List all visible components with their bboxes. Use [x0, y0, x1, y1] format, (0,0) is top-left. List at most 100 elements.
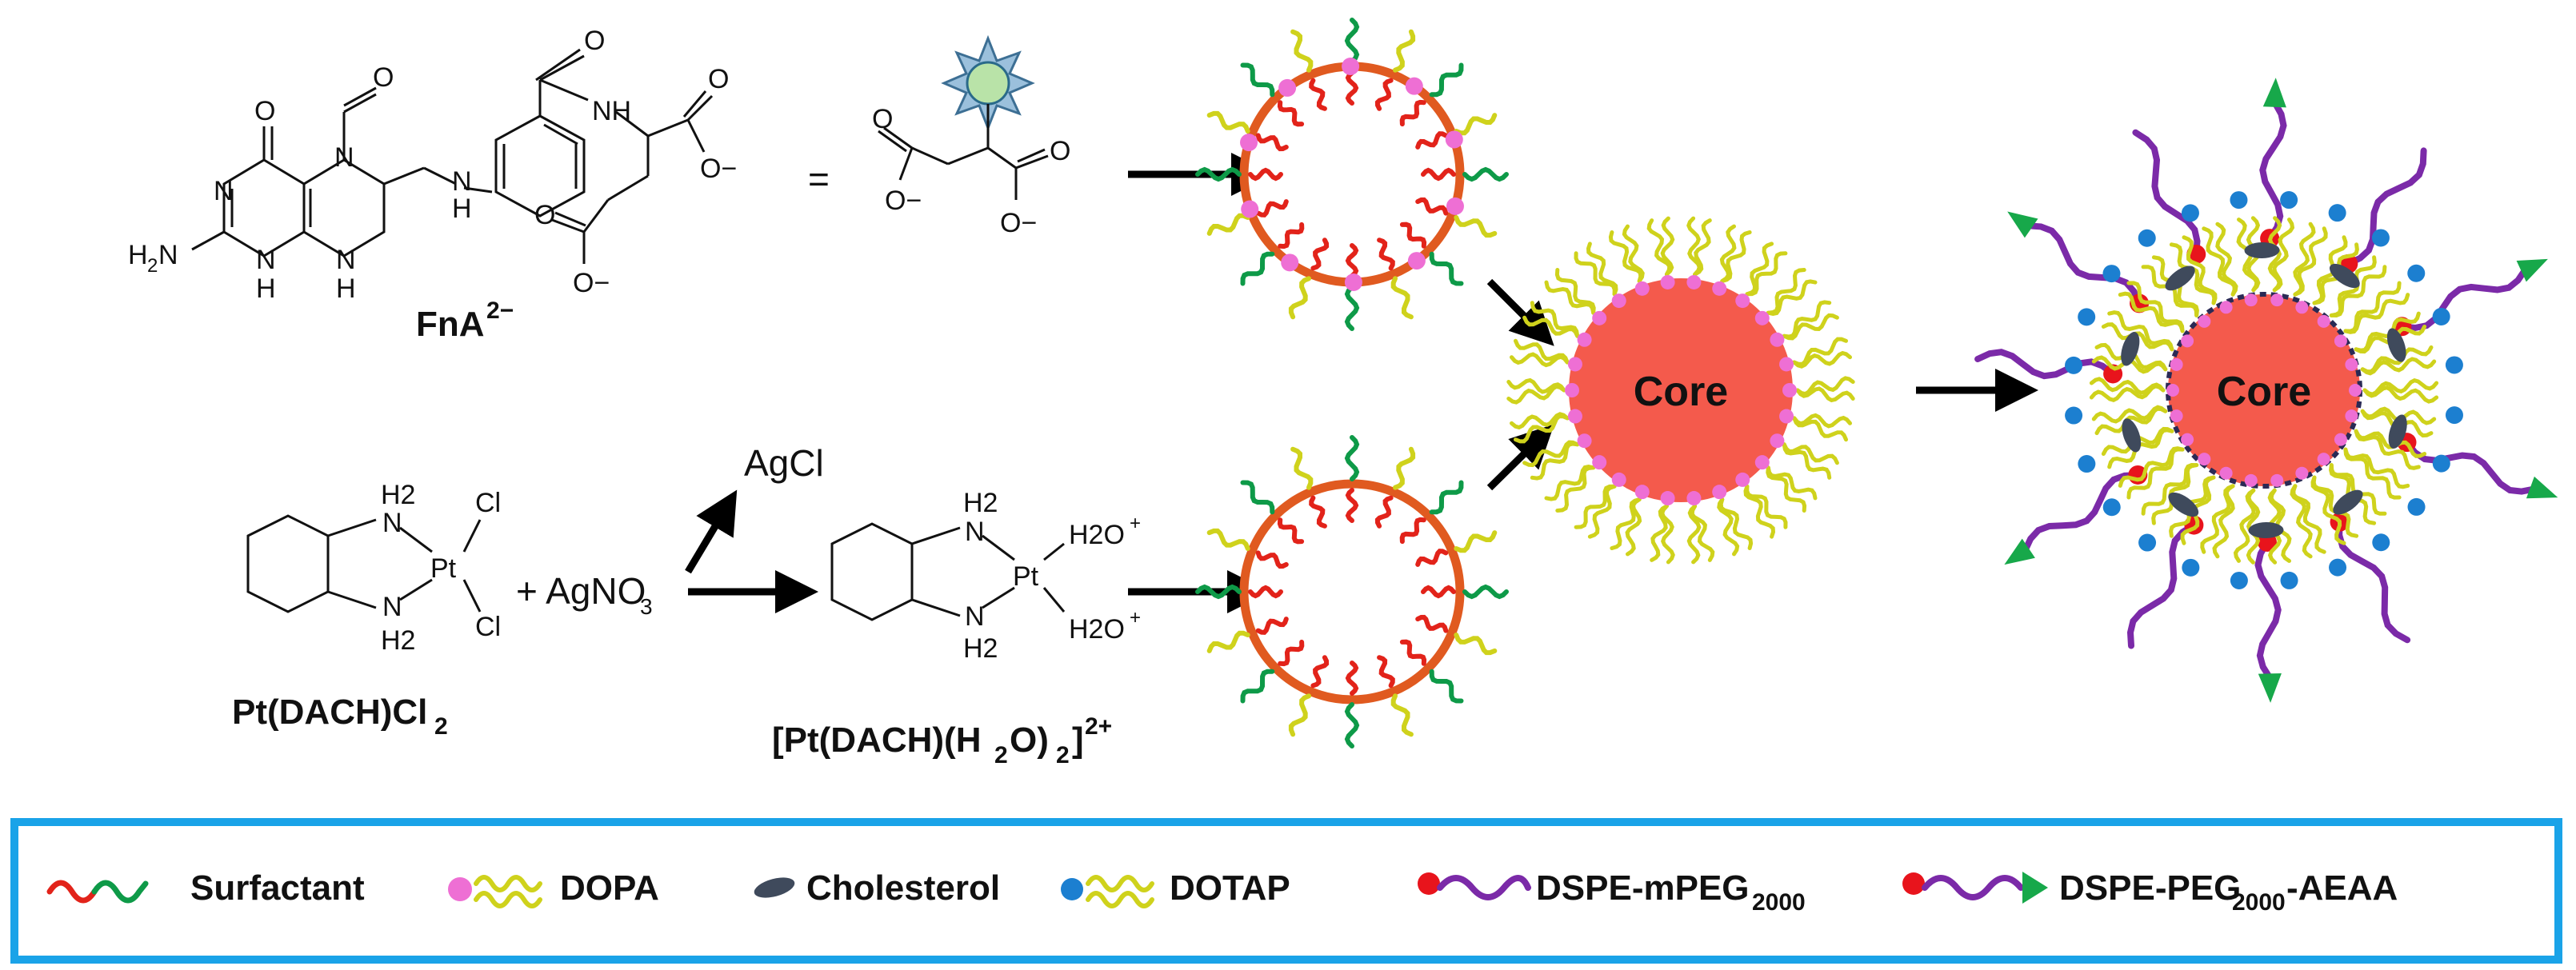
dopa-tail	[1792, 350, 1852, 369]
lipid-tail	[2329, 265, 2387, 318]
legend-label-aeaa-sub: 2000	[2232, 889, 2286, 916]
surfactant-inner-head	[1310, 655, 1330, 689]
simplified-atom-o1: O	[872, 104, 893, 134]
dotap-head	[2328, 204, 2346, 222]
folate-atom-h2n-n: N	[158, 240, 178, 270]
dopa-head	[1770, 332, 1785, 347]
dopa-tail	[1693, 218, 1712, 277]
surfactant-outer-tail	[1462, 584, 1509, 600]
dopa-tail	[1530, 301, 1580, 338]
pt-dach-cl2-structure	[246, 514, 482, 613]
dopa-tail	[1514, 338, 1570, 365]
dopa-head	[1592, 310, 1607, 325]
dopa-head	[1754, 455, 1770, 470]
dopa-tail	[1555, 465, 1596, 513]
folate-atom-nh1: NH	[592, 96, 631, 126]
dopa-head	[1577, 433, 1592, 449]
surfactant-outer-tail	[1454, 215, 1498, 238]
aqua-plus-top: +	[1130, 513, 1141, 534]
surfactant-outer-tail	[1288, 276, 1311, 320]
surfactant-outer-tail	[1206, 528, 1250, 551]
dopa-tail	[1766, 465, 1818, 501]
dopa-tail	[1544, 280, 1596, 315]
surfactant-outer-tail	[1290, 29, 1314, 73]
dopa-head	[1770, 433, 1785, 449]
legend-dspe-mpeg-icon	[1418, 872, 1531, 900]
surfactant-outer-tail	[1195, 584, 1242, 600]
dopa-tail	[1510, 352, 1570, 368]
surfactant-outer-tail	[1344, 702, 1360, 748]
aqua-pt-atom: Pt	[1013, 561, 1039, 592]
pt-reactant-caption-sub: 2	[434, 713, 448, 740]
surfactant-outer-tail	[1195, 166, 1242, 182]
dopa-head	[1686, 491, 1702, 506]
lipid-tail	[2343, 447, 2410, 489]
lipid-tail	[2107, 310, 2174, 352]
pt-atom: Pt	[430, 553, 457, 584]
product-caption-sub1: 2	[994, 742, 1008, 768]
dopa-tail	[1586, 242, 1618, 297]
dopa-tail	[1745, 251, 1788, 297]
lipid-tail	[2233, 488, 2256, 563]
dopa-tail	[1522, 440, 1580, 468]
dopa-head	[1445, 130, 1463, 149]
dopa-head	[1240, 134, 1258, 152]
surfactant-outer-tail	[1206, 213, 1250, 236]
surfactant-outer-tail	[1429, 62, 1464, 98]
dopa-tail	[1766, 268, 1806, 315]
dopa-tail	[1792, 416, 1848, 442]
dopa-tail	[1719, 224, 1737, 283]
lipid-tail	[2089, 377, 2166, 395]
surfactant-inner-head	[1278, 222, 1305, 249]
legend-dotap-icon	[1061, 875, 1154, 908]
lipid-tail	[2362, 385, 2439, 404]
dotap-head	[2182, 558, 2200, 577]
dopa-tail	[1720, 230, 1752, 283]
core-label-final: Core	[2217, 369, 2311, 415]
cholesterol	[2388, 414, 2407, 449]
surfactant-outer-tail	[1240, 480, 1275, 515]
platinum-vesicle	[1195, 435, 1509, 748]
surfactant-outer-tail	[1393, 29, 1416, 73]
vesicle-membrane	[1239, 62, 1465, 287]
dopa-head	[1241, 200, 1259, 218]
surfactant-outer-tail	[1390, 276, 1414, 320]
legend-dspe-peg-aeaa-icon	[1902, 872, 2048, 904]
folate-atom-o4: O	[708, 64, 729, 94]
dopa-head	[1577, 332, 1592, 347]
surfactant-inner-head	[1255, 199, 1289, 218]
dopa-head	[1782, 383, 1797, 397]
lipid-tail	[2310, 475, 2346, 545]
simplified-atom-om2: O−	[1000, 208, 1037, 238]
peg-chain	[2126, 521, 2198, 649]
dopa-tail	[1745, 242, 1774, 297]
surfactant-outer-tail	[1288, 693, 1311, 737]
dopa-tail	[1506, 377, 1566, 394]
aqua-h2-top: H2	[963, 488, 998, 518]
peg-chain	[1974, 349, 2117, 380]
dopa-head	[2198, 453, 2211, 466]
folate-atom-labels: O O N N N H N H N H H 2 N O NH O O− O O−	[128, 26, 737, 304]
product-caption-part1: [Pt(DACH)(H	[772, 721, 982, 760]
surfactant-outer-tail	[1344, 285, 1360, 331]
dopa-head	[1660, 491, 1675, 506]
dopa-head	[1779, 357, 1794, 372]
aqua-h2-bottom: H2	[963, 633, 998, 664]
lipid-tail	[2290, 484, 2313, 559]
surfactant-outer-tail	[1206, 630, 1250, 653]
dopa-tail	[1792, 413, 1852, 429]
dotap-head	[2280, 571, 2298, 589]
peg-chain	[2259, 99, 2287, 242]
legend-label-mpeg-sub: 2000	[1752, 889, 1806, 916]
vesicle-membrane	[1239, 479, 1465, 705]
surfactant-outer-tail	[1240, 62, 1275, 98]
equals-sign: =	[808, 158, 830, 200]
folate-atom-ominus2: O−	[573, 268, 610, 298]
arrow-top-vesicle-to-core	[1486, 278, 1554, 346]
dopa-head	[2345, 409, 2358, 423]
dopa-tail	[1514, 414, 1570, 444]
folate-atom-h3: H	[452, 194, 472, 224]
dopa-head	[2334, 433, 2347, 446]
dopa-head	[2170, 357, 2183, 371]
lipid-tail	[2343, 447, 2402, 500]
